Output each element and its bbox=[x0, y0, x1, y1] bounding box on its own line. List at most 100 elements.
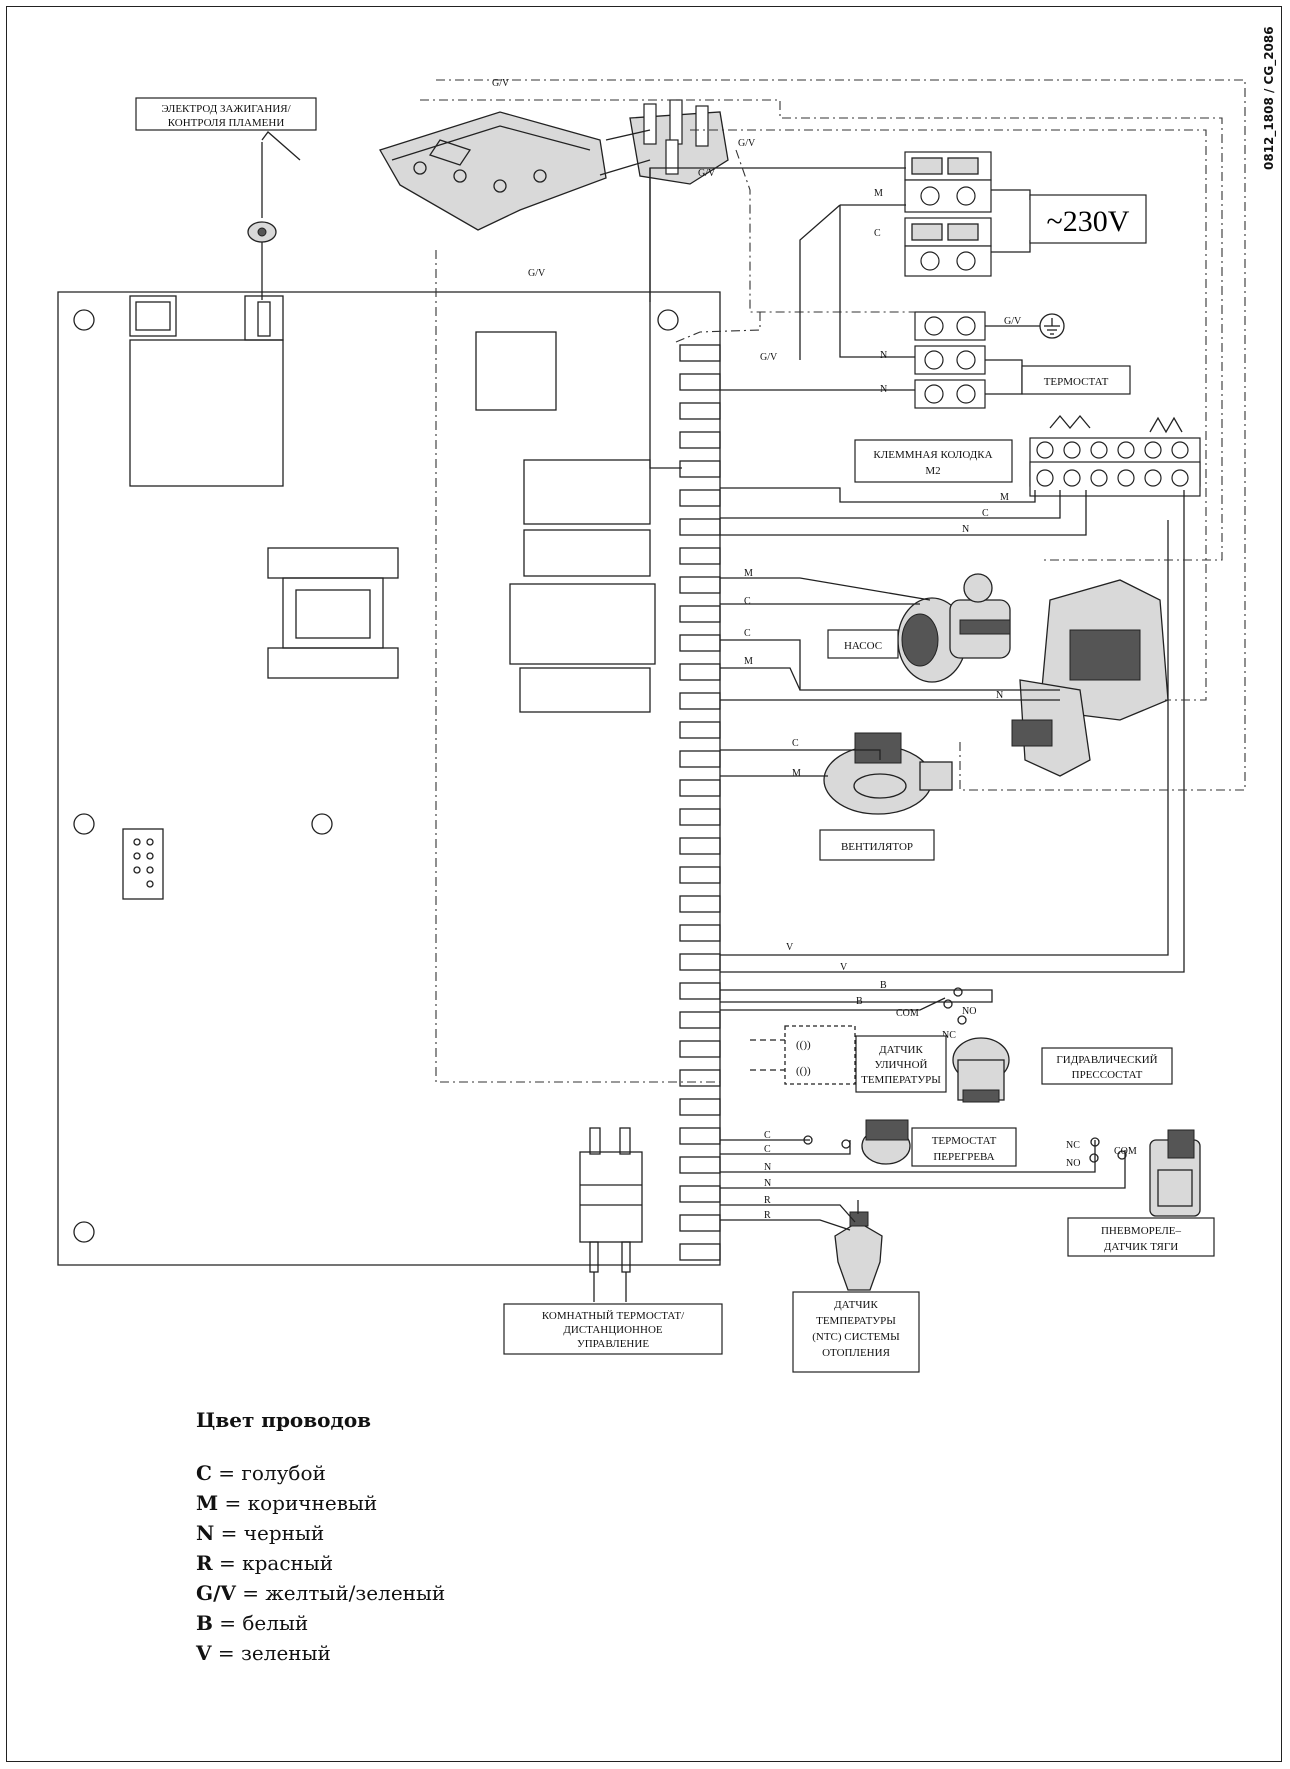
connector-pin bbox=[679, 866, 721, 884]
connector-pin bbox=[679, 1098, 721, 1116]
connector-pin bbox=[679, 808, 721, 826]
svg-text:NC: NC bbox=[1066, 1140, 1080, 1151]
connector-pin bbox=[679, 1011, 721, 1029]
svg-text:ПРЕССОСТАТ: ПРЕССОСТАТ bbox=[1072, 1069, 1143, 1081]
power-terminal-block bbox=[904, 151, 1031, 409]
page-frame bbox=[6, 6, 1282, 1762]
svg-text:M: M bbox=[744, 656, 753, 667]
overheat-thermostat bbox=[861, 1119, 911, 1165]
svg-text:ДАТЧИК ТЯГИ: ДАТЧИК ТЯГИ bbox=[1104, 1241, 1178, 1253]
svg-text:C: C bbox=[744, 596, 751, 607]
svg-text:(()): (()) bbox=[796, 1039, 811, 1051]
label-hydro-switch: ГИДРАВЛИЧЕСКИЙ ПРЕССОСТАТ bbox=[1041, 1047, 1173, 1085]
connector-pin bbox=[679, 576, 721, 594]
mains-voltage-box bbox=[1029, 194, 1147, 244]
svg-text:COM: COM bbox=[1114, 1146, 1137, 1157]
svg-text:NC: NC bbox=[942, 1030, 956, 1041]
svg-text:R: R bbox=[764, 1195, 771, 1206]
connector-pin bbox=[679, 1156, 721, 1174]
svg-text:(()): (()) bbox=[796, 1065, 811, 1077]
legend-title: Цвет проводов bbox=[196, 1408, 372, 1432]
svg-text:ДИСТАНЦИОННОЕ: ДИСТАНЦИОННОЕ bbox=[563, 1324, 663, 1336]
legend-color: белый bbox=[242, 1611, 309, 1635]
svg-text:ПЕРЕГРЕВА: ПЕРЕГРЕВА bbox=[933, 1151, 994, 1163]
label-fan: ВЕНТИЛЯТОР bbox=[819, 829, 935, 861]
connector-pin bbox=[679, 518, 721, 536]
legend-code: R bbox=[196, 1551, 213, 1575]
legend-item: M = коричневый bbox=[196, 1491, 378, 1515]
svg-text:N: N bbox=[962, 524, 969, 535]
legend-color: коричневый bbox=[247, 1491, 378, 1515]
legend-code: C bbox=[196, 1461, 212, 1485]
svg-text:B: B bbox=[856, 996, 863, 1007]
label-room-thermostat: КОМНАТНЫЙ ТЕРМОСТАТ/ ДИСТАНЦИОННОЕ УПРАВ… bbox=[503, 1303, 723, 1355]
svg-text:G/V: G/V bbox=[1004, 316, 1022, 327]
outdoor-sensor-connector: (()) (()) bbox=[750, 1025, 856, 1085]
svg-text:C: C bbox=[982, 508, 989, 519]
edge-connectors bbox=[679, 344, 721, 1261]
legend-item: C = голубой bbox=[196, 1461, 326, 1485]
svg-text:C: C bbox=[764, 1130, 771, 1141]
terminal-block-m2 bbox=[1029, 414, 1201, 497]
svg-text:COM: COM bbox=[896, 1008, 919, 1019]
svg-text:ДАТЧИК: ДАТЧИК bbox=[879, 1044, 923, 1056]
ground-icon bbox=[985, 313, 1065, 339]
label-terminal-block: КЛЕММНАЯ КОЛОДКА М2 bbox=[854, 439, 1013, 483]
connector-pin bbox=[679, 895, 721, 913]
mount-hole bbox=[311, 813, 333, 835]
legend-color: черный bbox=[243, 1521, 325, 1545]
legend-code: G/V bbox=[196, 1581, 236, 1605]
connector-pin bbox=[679, 692, 721, 710]
connector-pin bbox=[679, 1185, 721, 1203]
transformer bbox=[267, 547, 399, 579]
legend-code: V bbox=[196, 1641, 212, 1665]
legend-color: желтый/зеленый bbox=[265, 1581, 446, 1605]
svg-text:M: M bbox=[792, 768, 801, 779]
mount-hole bbox=[73, 1221, 95, 1243]
svg-text:C: C bbox=[764, 1144, 771, 1155]
svg-text:УЛИЧНОЙ: УЛИЧНОЙ bbox=[875, 1059, 928, 1071]
svg-text:ТЕРМОСТАТ: ТЕРМОСТАТ bbox=[1044, 376, 1109, 388]
connector-pin bbox=[679, 1127, 721, 1145]
switch-contacts bbox=[803, 987, 1127, 1163]
flue-pressure-switch bbox=[1149, 1129, 1201, 1217]
svg-text:C: C bbox=[874, 228, 881, 239]
svg-text:C: C bbox=[792, 738, 799, 749]
electrode-label-box bbox=[135, 97, 317, 131]
connector-pin bbox=[679, 402, 721, 420]
svg-text:M: M bbox=[1000, 492, 1009, 503]
svg-text:V: V bbox=[786, 942, 794, 953]
svg-text:B: B bbox=[880, 980, 887, 991]
label-ntc-sensor: ДАТЧИК ТЕМПЕРАТУРЫ (NTC) СИСТЕМЫ ОТОПЛЕН… bbox=[792, 1291, 920, 1373]
room-thermostat-connector bbox=[579, 1151, 643, 1243]
legend-color: красный bbox=[242, 1551, 334, 1575]
connector-pin bbox=[679, 953, 721, 971]
connector-pin bbox=[679, 344, 721, 362]
legend-code: N bbox=[196, 1521, 215, 1545]
svg-text:УПРАВЛЕНИЕ: УПРАВЛЕНИЕ bbox=[577, 1338, 649, 1350]
connector-pin bbox=[679, 750, 721, 768]
svg-text:ТЕМПЕРАТУРЫ: ТЕМПЕРАТУРЫ bbox=[861, 1074, 941, 1086]
connector-pin bbox=[679, 1214, 721, 1232]
legend-code: B bbox=[196, 1611, 213, 1635]
ntc-sensor bbox=[834, 1200, 883, 1291]
legend-item: B = белый bbox=[196, 1611, 309, 1635]
svg-text:ТЕМПЕРАТУРЫ: ТЕМПЕРАТУРЫ bbox=[816, 1315, 896, 1327]
svg-text:G/V: G/V bbox=[738, 138, 756, 149]
label-electrode: ЭЛЕКТРОД ЗАЖИГАНИЯ/ КОНТРОЛЯ ПЛАМЕНИ bbox=[135, 97, 317, 131]
legend-item: V = зеленый bbox=[196, 1641, 331, 1665]
svg-text:КОНТРОЛЯ ПЛАМЕНИ: КОНТРОЛЯ ПЛАМЕНИ bbox=[168, 117, 285, 129]
svg-text:КОМНАТНЫЙ ТЕРМОСТАТ/: КОМНАТНЫЙ ТЕРМОСТАТ/ bbox=[542, 1310, 685, 1322]
label-pneumo: ПНЕВМОРЕЛЕ– ДАТЧИК ТЯГИ bbox=[1067, 1217, 1215, 1257]
burner-manifold bbox=[379, 111, 607, 231]
wire-color-legend: Цвет проводов C = голубой M = коричневый… bbox=[196, 1408, 445, 1668]
connector-pin bbox=[679, 721, 721, 739]
connector-pin bbox=[679, 1040, 721, 1058]
connector-pin bbox=[679, 489, 721, 507]
label-outdoor-sensor: ДАТЧИК УЛИЧНОЙ ТЕМПЕРАТУРЫ bbox=[855, 1035, 947, 1093]
wire-code-labels: G/V G/V G/V G/V G/V G/V M C N N M C N M … bbox=[492, 78, 1137, 1221]
svg-text:(NTC) СИСТЕМЫ: (NTC) СИСТЕМЫ bbox=[812, 1331, 900, 1343]
svg-text:ГИДРАВЛИЧЕСКИЙ: ГИДРАВЛИЧЕСКИЙ bbox=[1056, 1054, 1157, 1066]
mains-voltage-label: ~230V bbox=[1047, 205, 1130, 238]
connector-pin bbox=[679, 460, 721, 478]
